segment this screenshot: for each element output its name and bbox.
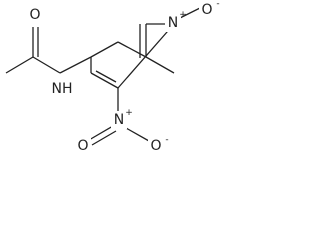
atom-ring-nitrogen-charge: + <box>179 10 187 20</box>
bond-nitro-double-2 <box>91 130 117 146</box>
bond-ring-methyl <box>145 56 175 74</box>
bond-nitro-single <box>125 127 150 142</box>
atom-nitro-nitrogen-charge: + <box>125 108 133 118</box>
bond-nh-ring <box>59 56 92 74</box>
bond-nitro-double-1 <box>88 125 114 141</box>
bond-methyl-carbonyl <box>5 56 34 74</box>
molecule-structure-diagram: O NH N + O - N + O O - <box>5 0 220 155</box>
atom-nitro-oxygen-single-charge: - <box>165 135 168 145</box>
bond-c4-c5 <box>90 41 119 58</box>
bonds <box>5 7 201 146</box>
atom-nitro-nitrogen: N <box>114 112 124 128</box>
atom-amide-nh: NH <box>52 81 73 97</box>
atom-carbonyl-oxygen: O <box>29 7 40 23</box>
atoms: O NH N + O - N + O O - <box>27 0 220 155</box>
bond-c3-c4-inner <box>95 70 117 83</box>
atom-ring-nitrogen: N <box>168 15 178 31</box>
atom-oxide-oxygen: O <box>201 2 212 18</box>
bond-c2-c3 <box>117 23 175 89</box>
atom-nitro-oxygen-double: O <box>77 138 88 154</box>
bond-c3-c4-outer <box>90 72 119 89</box>
atom-nitro-oxygen-single: O <box>150 138 161 154</box>
atom-oxide-oxygen-charge: - <box>216 0 219 9</box>
bond-c5-c6 <box>117 41 147 58</box>
bond-carbonyl-nh <box>32 56 61 74</box>
